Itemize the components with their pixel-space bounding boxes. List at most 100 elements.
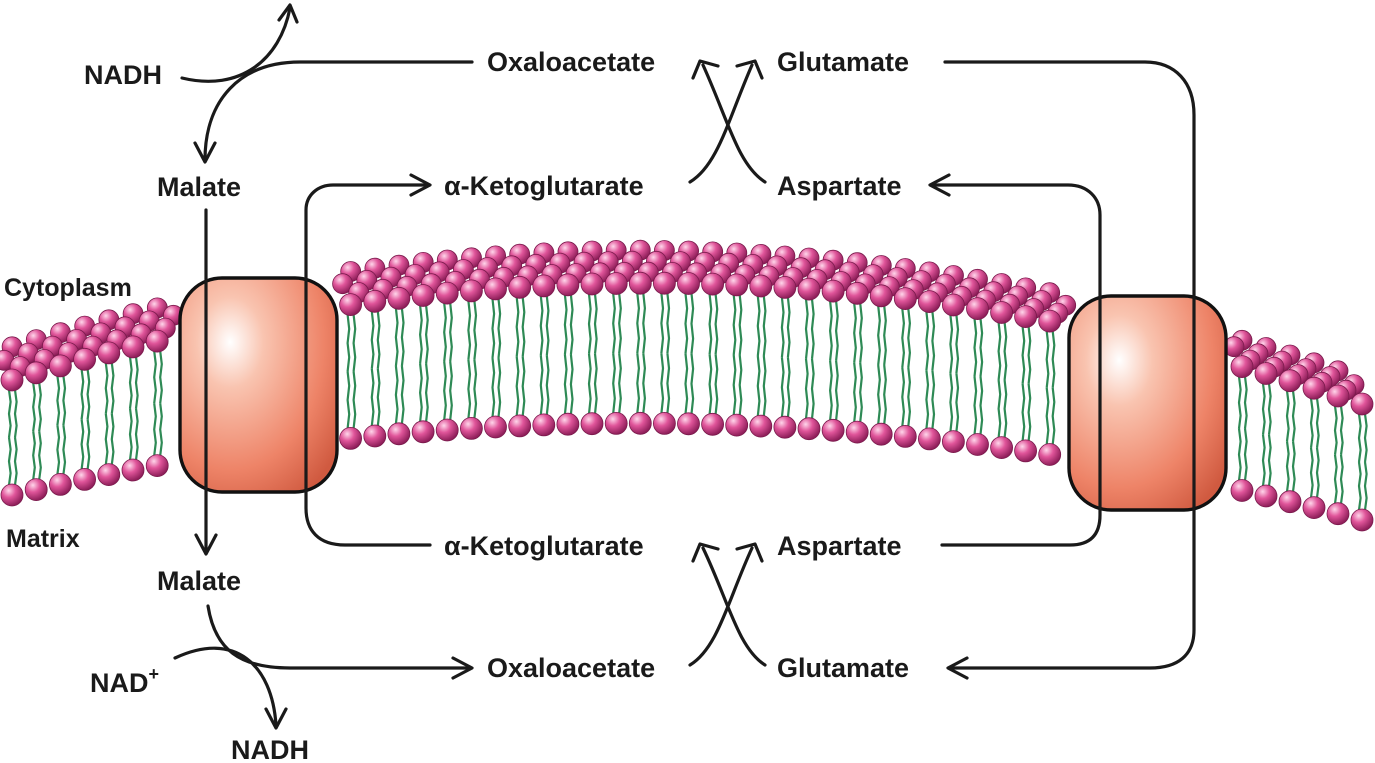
lipid-tail xyxy=(810,358,815,419)
lipid-tail xyxy=(1051,387,1056,445)
lipid-tail xyxy=(810,298,815,360)
lipid-head xyxy=(1278,490,1302,514)
lipid-head xyxy=(97,341,121,365)
lipid-tail xyxy=(949,314,954,374)
lipid-tail xyxy=(1021,326,1026,384)
lipid-tail xyxy=(1051,330,1056,388)
lipid-head xyxy=(893,424,917,448)
lipid-tail xyxy=(1237,376,1242,429)
aspartate-export-arrow xyxy=(930,183,1102,547)
lipid-tail xyxy=(756,355,761,417)
lipid-tail xyxy=(1357,413,1362,463)
lipid-tail xyxy=(38,382,42,432)
lipid-tail xyxy=(515,297,520,357)
nad-text: NAD xyxy=(90,668,149,698)
lipid-head xyxy=(508,414,532,438)
lipid-tail xyxy=(370,311,375,369)
lipid-head xyxy=(990,301,1013,324)
malate-to-oxaloacetate-matrix-arrow xyxy=(206,604,472,670)
lipid-head xyxy=(869,284,893,308)
lipid-head xyxy=(145,454,169,478)
nadh-oxidation-arrowhead xyxy=(277,3,299,24)
lipid-tail xyxy=(521,297,526,357)
lipid-tail xyxy=(1315,447,1320,498)
aspartate-to-oxaloacetate-cytoplasm-arrow xyxy=(701,63,767,184)
lipid-head xyxy=(1038,443,1062,466)
lipid-head xyxy=(532,274,556,298)
lipid-tail xyxy=(925,311,930,371)
lipid-tail xyxy=(780,357,785,418)
lipid-head xyxy=(1302,376,1326,400)
lipid-tail xyxy=(1363,413,1368,463)
lipid-tail xyxy=(925,370,930,430)
lipid-tail xyxy=(569,354,574,415)
lipid-tail xyxy=(907,308,912,368)
lipid-tail xyxy=(159,350,163,404)
lipid-head xyxy=(49,472,72,496)
lipid-tail xyxy=(1261,383,1266,435)
lipid-tail xyxy=(642,353,647,414)
lipid-head xyxy=(0,483,24,507)
lipid-tail xyxy=(400,365,405,424)
lipid-tail xyxy=(1045,330,1050,388)
lipid-head xyxy=(918,427,941,451)
lipid-head xyxy=(0,368,24,392)
lipid-tail xyxy=(979,318,984,377)
lipid-head xyxy=(49,354,72,378)
lipid-head xyxy=(701,272,724,296)
lipid-tail xyxy=(1027,383,1032,442)
lipid-tail xyxy=(1357,461,1362,511)
lipid-head xyxy=(363,289,387,313)
lipid-tail xyxy=(666,353,671,414)
lipid-head xyxy=(73,467,96,491)
cytoplasm-label: Cytoplasm xyxy=(4,274,132,302)
lipid-tail xyxy=(612,293,616,354)
lipid-head xyxy=(363,424,387,448)
lipid-tail xyxy=(834,360,839,421)
lipid-head xyxy=(556,412,580,436)
lipid-tail xyxy=(86,419,91,470)
lipid-tail xyxy=(684,293,689,354)
lipid-tail xyxy=(1333,405,1338,455)
lipid-tail xyxy=(762,355,767,417)
lipid-tail xyxy=(853,362,857,423)
lipid-tail xyxy=(563,294,568,355)
lipid-tail xyxy=(955,314,960,374)
lipid-head xyxy=(1038,309,1062,333)
lipid-tail xyxy=(732,354,737,416)
lipid-tail xyxy=(515,356,520,417)
glutamate-import-arrow xyxy=(943,60,1196,670)
lipid-tail xyxy=(443,302,447,362)
lipid-head xyxy=(942,430,965,454)
lipid-tail xyxy=(1027,326,1032,384)
lipid-head xyxy=(1230,355,1254,379)
lipid-tail xyxy=(1291,390,1296,442)
lipid-head xyxy=(677,412,700,436)
lipid-tail xyxy=(128,356,133,409)
aspartate-to-oxaloacetate-cytoplasm-arrowhead xyxy=(691,59,720,80)
lipid-tail xyxy=(473,359,478,419)
lipid-tail xyxy=(593,353,598,414)
lipid-tail xyxy=(756,295,761,357)
lipid-tail xyxy=(714,354,719,415)
lipid-tail xyxy=(642,293,647,354)
lipid-head xyxy=(145,329,169,353)
lipid-tail xyxy=(491,298,496,359)
lipid-tail xyxy=(32,382,36,432)
lipid-tail xyxy=(877,305,881,366)
lipid-tail xyxy=(1003,322,1008,381)
lipid-tail xyxy=(346,314,351,372)
lipid-tail xyxy=(997,379,1002,438)
lipid-tail xyxy=(400,308,405,367)
lipid-tail xyxy=(159,403,163,456)
lipid-tail xyxy=(467,300,472,360)
lipid-tail xyxy=(1237,428,1242,481)
lipid-tail xyxy=(979,376,984,435)
lipid-tail xyxy=(62,375,67,426)
lipid-tail xyxy=(563,354,568,415)
lipid-head xyxy=(918,290,941,314)
oxaloacetate-to-aspartate-matrix-arrowhead xyxy=(735,542,764,563)
lipid-head xyxy=(1278,369,1302,393)
lipid-head xyxy=(966,297,989,321)
nad-superscript: + xyxy=(149,664,160,684)
